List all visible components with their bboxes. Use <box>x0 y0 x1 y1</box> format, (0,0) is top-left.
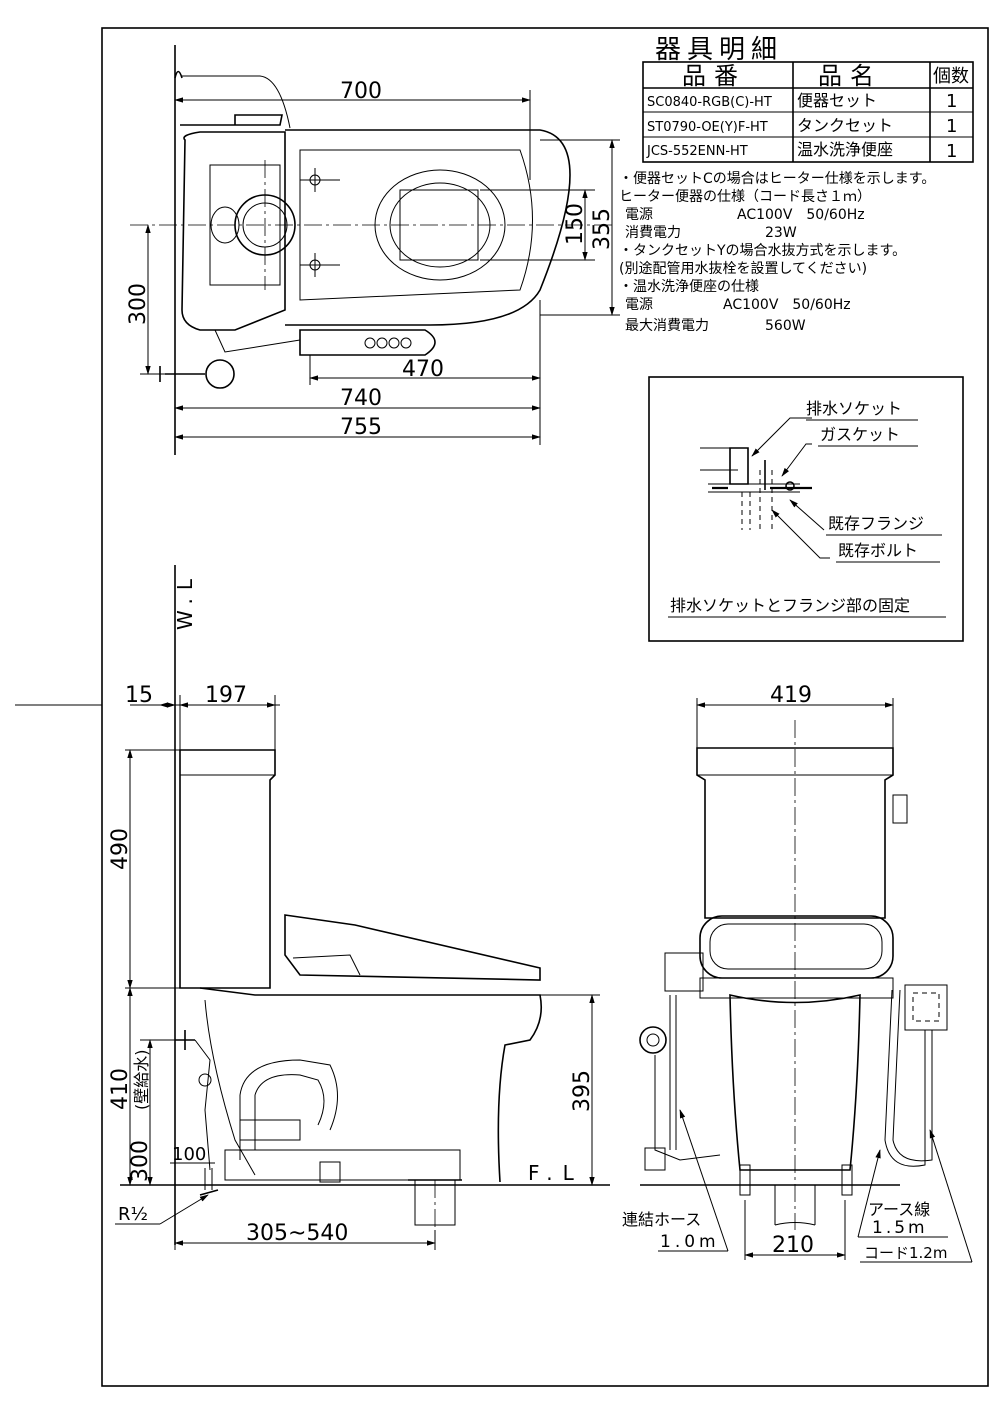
note-line: ・便器セットCの場合はヒーター仕様を示します。 <box>619 171 935 187</box>
dim-150: 150 <box>563 203 588 245</box>
socket-detail: 排水ソケット ガスケット 既存フランジ 既存ボルト 排水ソケットとフランジ部の固… <box>648 376 964 642</box>
table-row-code: SC0840-RGB(C)-HT <box>647 95 772 110</box>
table-row-code: JCS-552ENN-HT <box>646 144 748 159</box>
hose-label: 連結ホース <box>622 1210 701 1229</box>
note-line: ・タンクセットYの場合水抜方式を示します。 <box>619 243 906 259</box>
sheet-border <box>101 27 989 1387</box>
table-header-qty: 個数 <box>933 66 969 87</box>
earth-label: アース線 <box>868 1200 930 1219</box>
dim-300-side: 300 <box>128 1140 153 1182</box>
table-row-qty: 1 <box>946 141 957 162</box>
note-line: 電源 AC100V 50/60Hz <box>625 207 865 223</box>
table-row-name: タンクセット <box>797 116 893 135</box>
label-flange: 既存フランジ <box>828 514 924 533</box>
dim-755: 755 <box>340 415 382 440</box>
cord-label: コード1.2m <box>864 1244 947 1262</box>
supply-note: (壁給水) <box>132 1050 151 1111</box>
table-header-code: 品番 <box>682 62 746 90</box>
dim-470: 470 <box>402 357 444 382</box>
wl-label: W.L <box>173 571 197 630</box>
side-view: W.L F.L 15 197 <box>108 565 610 1250</box>
dim-410: 410 <box>108 1068 133 1110</box>
label-gasket: ガスケット <box>820 425 900 444</box>
table-row-name: 温水洗浄便座 <box>797 140 893 159</box>
label-socket: 排水ソケット <box>806 399 902 418</box>
fl-label: F.L <box>528 1161 584 1185</box>
front-view: 419 210 連結ホース 1.0m アース線 1.5m コード1.2m <box>622 683 973 1263</box>
dim-700: 700 <box>340 79 382 104</box>
table-row-name: 便器セット <box>797 91 877 110</box>
note-line: 最大消費電力 560W <box>625 318 806 334</box>
dim-100: 100 <box>172 1144 206 1165</box>
note-line: 電源 AC100V 50/60Hz <box>625 297 851 313</box>
r-thread-label: R½ <box>118 1204 148 1225</box>
note-line: (別途配管用水抜栓を設置してください) <box>619 260 867 277</box>
note-line: 消費電力 23W <box>625 225 797 241</box>
note-line: ・温水洗浄便座の仕様 <box>619 279 759 295</box>
dim-355: 355 <box>590 208 615 250</box>
dim-305-540: 305~540 <box>246 1221 348 1246</box>
dim-395: 395 <box>570 1070 595 1112</box>
detail-caption: 排水ソケットとフランジ部の固定 <box>670 596 910 615</box>
table-row-code: ST0790-OE(Y)F-HT <box>647 120 768 135</box>
dim-490: 490 <box>108 828 133 870</box>
table-row-qty: 1 <box>946 91 957 112</box>
parts-table: 器具明細 品番 品名 個数 SC0840-RGB(C)-HT 便器セット 1 S… <box>642 35 974 163</box>
top-view: 700 150 355 300 470 740 755 <box>126 45 620 455</box>
hose-length: 1.0m <box>660 1232 720 1252</box>
table-row-qty: 1 <box>946 116 957 137</box>
spec-notes: ・便器セットCの場合はヒーター仕様を示します。 ヒーター便器の仕様（コード長さ１… <box>619 171 935 334</box>
earth-length: 1.5m <box>872 1218 928 1238</box>
dim-300: 300 <box>126 283 151 325</box>
table-title: 器具明細 <box>655 35 783 65</box>
dim-419: 419 <box>770 683 812 708</box>
dim-210: 210 <box>772 1233 814 1258</box>
dim-740: 740 <box>340 386 382 411</box>
dim-197: 197 <box>205 683 247 708</box>
dim-15: 15 <box>125 683 153 708</box>
note-line: ヒーター便器の仕様（コード長さ１ｍ） <box>619 189 871 205</box>
table-header-name: 品名 <box>818 62 882 90</box>
label-bolt: 既存ボルト <box>838 541 918 560</box>
